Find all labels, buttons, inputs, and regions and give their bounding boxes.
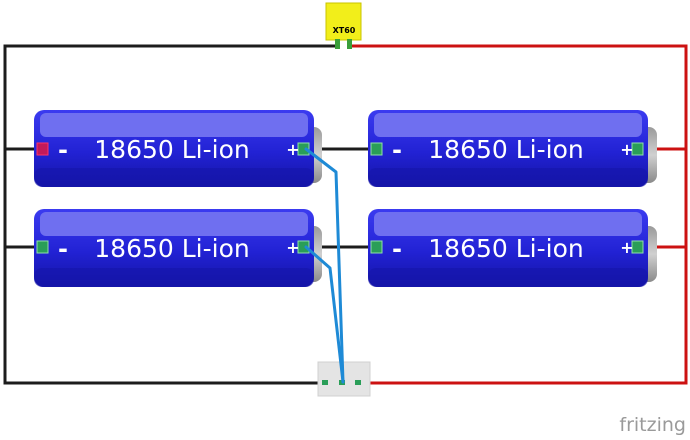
b3-negative-terminal[interactable] (370, 142, 383, 156)
b3-label: 18650 Li-ion (428, 135, 583, 164)
positive-wire-top[interactable] (348, 44, 688, 385)
xt60-label: XT60 (333, 26, 356, 35)
battery-cell-4[interactable]: - 18650 Li-ion + (368, 209, 657, 287)
battery-cell-1[interactable]: - 18650 Li-ion + (34, 110, 322, 187)
xt60-body[interactable] (325, 2, 362, 41)
xt60-connector[interactable]: XT60 (325, 2, 362, 49)
b3-negative-sign: - (392, 136, 402, 164)
b1-positive-sign: + (286, 140, 299, 159)
bridge-wires[interactable] (304, 147, 345, 384)
fritzing-watermark: fritzing (619, 414, 686, 436)
b2-negative-sign: - (58, 235, 68, 263)
b4-negative-terminal[interactable] (370, 240, 383, 254)
bridge-wire-lower[interactable] (304, 245, 345, 384)
b2-negative-terminal[interactable] (36, 240, 49, 254)
b1-positive-terminal[interactable] (297, 142, 310, 156)
xt60-pin-negative (335, 39, 340, 49)
b3-positive-sign: + (620, 140, 633, 159)
b1-negative-sign: - (58, 136, 68, 164)
battery-cell-3[interactable]: - 18650 Li-ion + (368, 110, 657, 187)
b1-label: 18650 Li-ion (94, 135, 249, 164)
b2-positive-sign: + (286, 238, 299, 257)
b3-positive-terminal[interactable] (631, 142, 644, 156)
b1-negative-terminal[interactable] (36, 142, 49, 156)
b4-positive-sign: + (620, 238, 633, 257)
b2-positive-terminal[interactable] (297, 240, 310, 254)
battery-cell-2[interactable]: - 18650 Li-ion + (34, 209, 322, 287)
xt60-pin-positive (347, 39, 352, 49)
bridge-wire-upper[interactable] (304, 147, 345, 384)
b2-label: 18650 Li-ion (94, 234, 249, 263)
b4-negative-sign: - (392, 235, 402, 263)
negative-wire-top[interactable] (3, 44, 340, 385)
b4-label: 18650 Li-ion (428, 234, 583, 263)
b4-positive-terminal[interactable] (631, 240, 644, 254)
